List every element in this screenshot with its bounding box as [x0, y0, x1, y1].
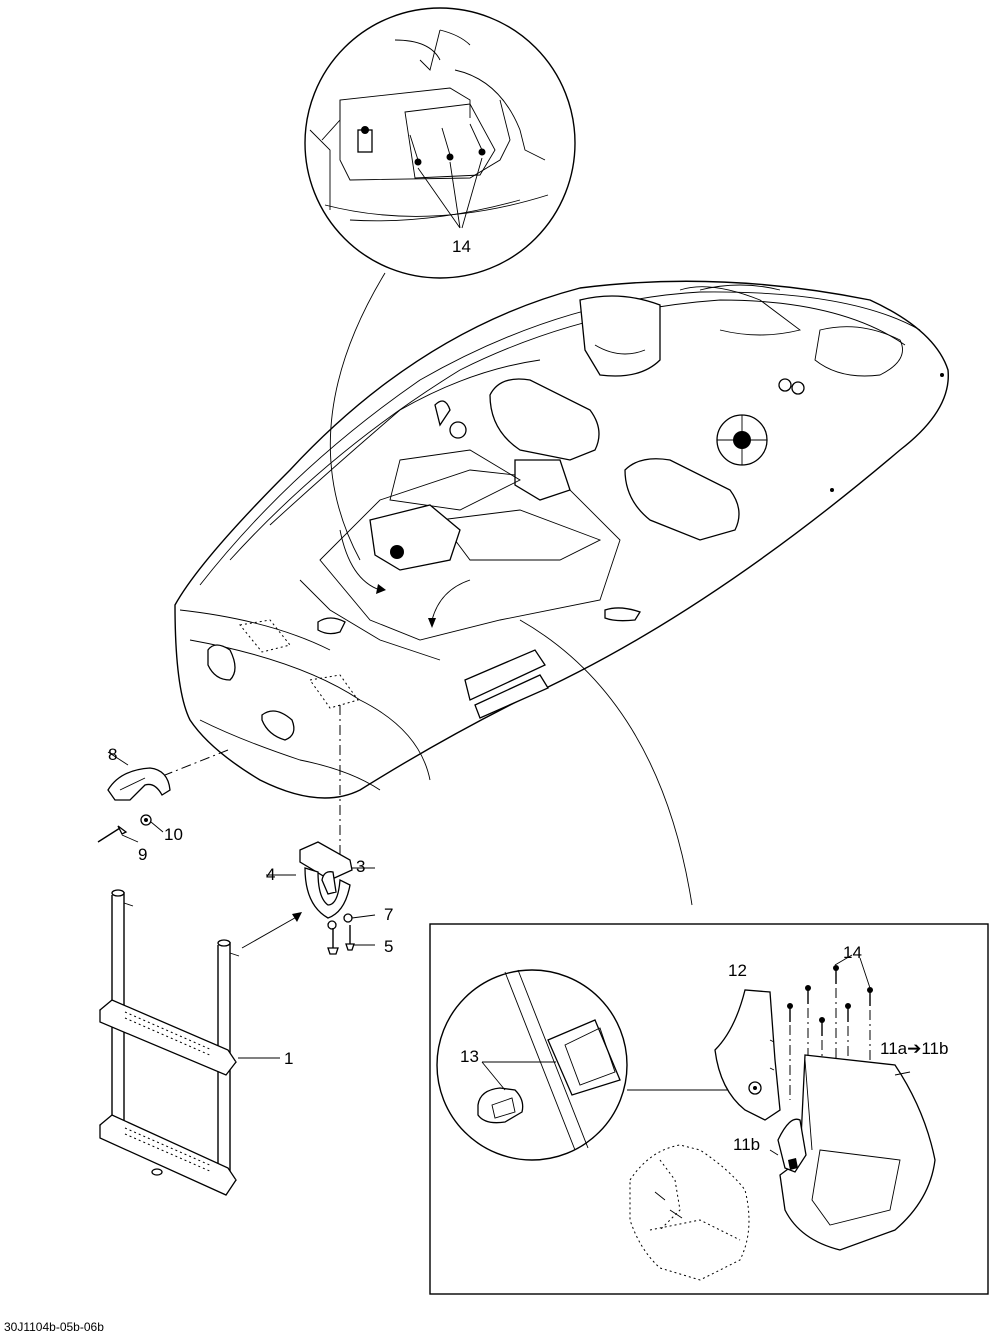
- callout-14-inset: 14: [843, 943, 862, 962]
- callout-14-top: 14: [452, 237, 471, 256]
- part-3-4-bracket-assembly: [266, 841, 376, 955]
- part-10-washer: [140, 814, 164, 833]
- callout-4: 4: [266, 865, 275, 884]
- reference-code: 30J1104b-05b-06b: [4, 1320, 104, 1334]
- callout-7: 7: [384, 905, 393, 924]
- callout-11b: 11b: [733, 1135, 760, 1154]
- callout-1: 1: [284, 1049, 293, 1068]
- callout-11a-11b: 11a➔11b: [880, 1039, 948, 1058]
- callout-8: 8: [108, 745, 117, 764]
- detail-circle-top: [304, 7, 576, 279]
- assembly-arrow: [241, 914, 301, 949]
- part-9-screw: [97, 825, 139, 843]
- callout-9: 9: [138, 845, 147, 864]
- inset-detail-box: [429, 923, 989, 1295]
- callout-13: 13: [460, 1047, 479, 1066]
- callout-12: 12: [728, 961, 747, 980]
- part-1-boarding-ladder: [99, 889, 280, 1196]
- assembly-line-8: [164, 749, 229, 776]
- callout-10: 10: [164, 825, 183, 844]
- connector-arc-top: [329, 272, 386, 561]
- part-8-cleat-cover: [107, 751, 171, 801]
- connector-arc-bottom: [519, 619, 693, 906]
- callout-5: 5: [384, 937, 393, 956]
- callout-3: 3: [356, 857, 365, 876]
- boat-hull: [174, 280, 949, 799]
